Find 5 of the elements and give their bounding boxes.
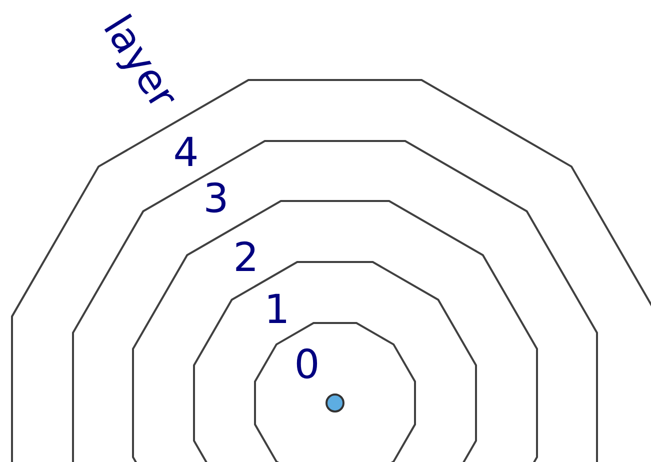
layer-number: 0 — [294, 345, 320, 385]
layer-number: 3 — [203, 179, 229, 219]
layer-number: 4 — [173, 133, 199, 173]
layer-number: 1 — [264, 290, 290, 330]
layer-number: 2 — [233, 238, 259, 278]
